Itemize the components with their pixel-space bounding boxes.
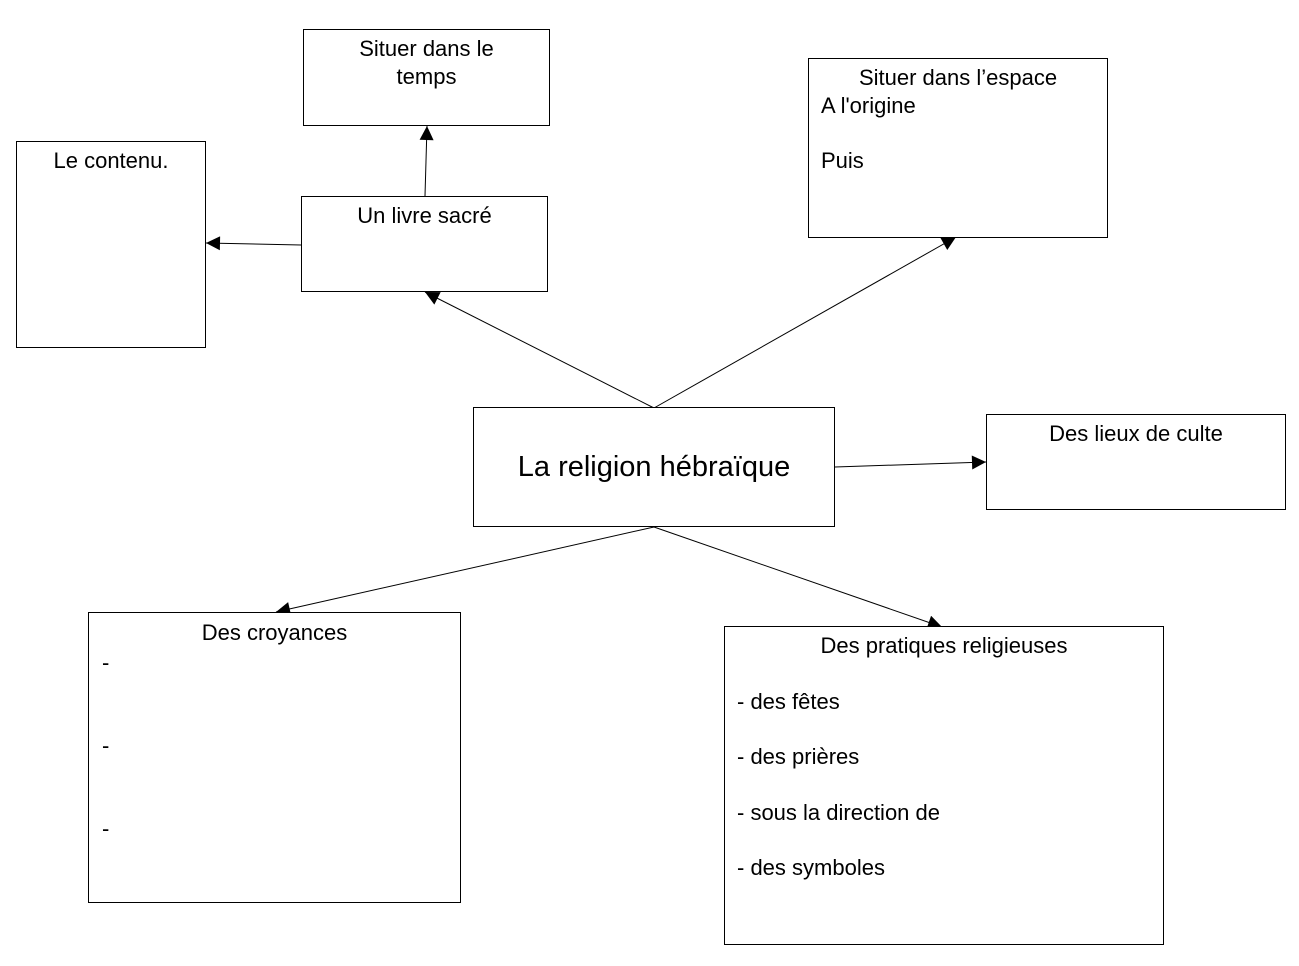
arrow-center-to-croyances: [275, 526, 655, 616]
croyances-item: -: [102, 650, 110, 675]
contenu-title: Le contenu.: [53, 148, 169, 173]
pratiques-item: - des prières: [737, 744, 860, 769]
arrow-center-to-livre: [424, 291, 655, 409]
pratiques-item: - sous la direction de: [737, 800, 940, 825]
livre-sacre-title: Un livre sacré: [357, 203, 492, 228]
box-croyances: Des croyances - - -: [88, 612, 461, 903]
box-livre-sacre: Un livre sacré: [301, 196, 548, 292]
situer-temps-line2: temps: [396, 64, 457, 89]
pratiques-title: Des pratiques religieuses: [820, 633, 1068, 658]
box-pratiques-religieuses: Des pratiques religieuses - des fêtes - …: [724, 626, 1164, 945]
box-lieux-culte: Des lieux de culte: [986, 414, 1286, 510]
croyances-item: -: [102, 733, 110, 758]
religion-hebraique-title: La religion hébraïque: [517, 451, 791, 483]
lieux-culte-title: Des lieux de culte: [1049, 421, 1223, 446]
situer-temps-line1: Situer dans le: [359, 36, 494, 61]
arrow-center-to-espace: [653, 236, 957, 409]
arrow-center-to-pratiques: [653, 526, 943, 630]
box-religion-hebraique: La religion hébraïque: [473, 407, 835, 527]
box-situer-espace: Situer dans l’espace A l'origine Puis: [808, 58, 1108, 238]
espace-puis-text: Puis: [821, 148, 864, 173]
croyances-title: Des croyances: [201, 620, 348, 645]
box-contenu: Le contenu.: [16, 141, 206, 348]
pratiques-item: - des symboles: [737, 855, 885, 880]
pratiques-item: - des fêtes: [737, 689, 840, 714]
arrow-livre-to-contenu: [205, 236, 302, 251]
espace-origine-text: A l'origine: [821, 93, 916, 118]
situer-espace-title: Situer dans l’espace: [858, 65, 1058, 90]
croyances-item: -: [102, 816, 110, 841]
box-situer-temps: Situer dans le temps: [303, 29, 550, 126]
arrow-center-to-lieux: [834, 455, 987, 470]
arrow-livre-to-temps: [419, 125, 434, 197]
